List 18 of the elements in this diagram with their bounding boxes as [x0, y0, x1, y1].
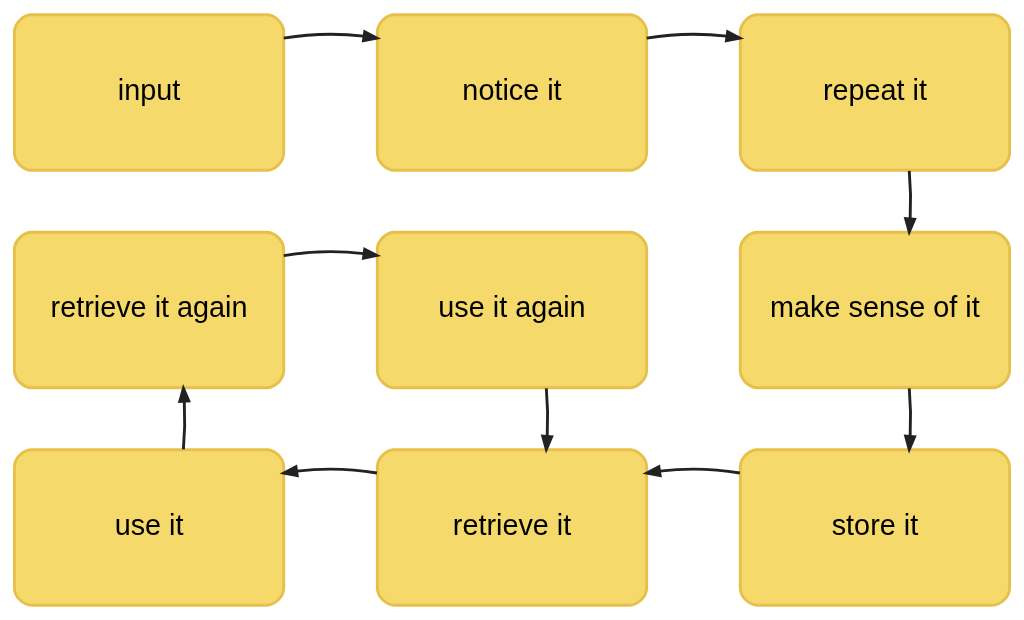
node-box: use it: [12, 448, 286, 607]
arrow: [540, 388, 554, 454]
arrow: [283, 246, 382, 260]
node-box: use it again: [375, 230, 649, 390]
node-box: input: [12, 13, 286, 172]
arrow: [177, 383, 191, 450]
arrow: [283, 29, 382, 43]
node-box: repeat it: [738, 13, 1012, 172]
node-box: make sense of it: [738, 230, 1012, 390]
arrow: [642, 464, 741, 478]
node-box: retrieve it: [375, 448, 649, 607]
node-box: retrieve it again: [12, 230, 286, 390]
node-box: store it: [738, 448, 1012, 607]
arrow: [903, 170, 917, 237]
arrow: [646, 29, 745, 43]
node-box: notice it: [375, 13, 649, 172]
arrow: [279, 464, 378, 478]
arrow: [903, 388, 917, 454]
